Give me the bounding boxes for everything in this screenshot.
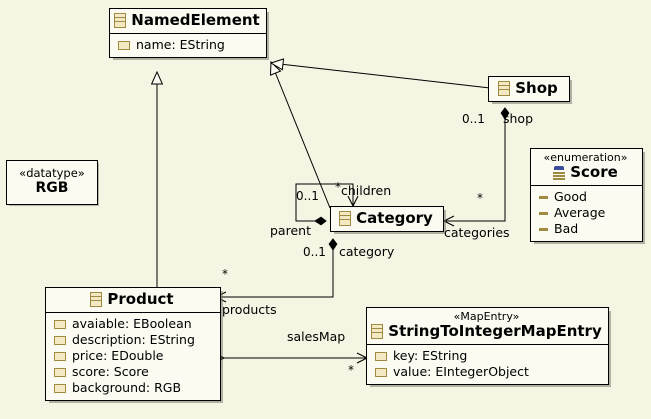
- class-icon: [339, 211, 352, 226]
- attribute-icon: [54, 383, 66, 393]
- multiplicity-products: *: [222, 267, 228, 281]
- attribute-compartment: key: EString value: EIntegerObject: [367, 345, 608, 384]
- attribute-label: description: EString: [72, 332, 195, 347]
- literal-compartment: Good Average Bad: [531, 186, 642, 241]
- attribute-icon: [375, 367, 387, 377]
- role-label-parent: parent: [270, 223, 311, 238]
- attribute-label: key: EString: [393, 348, 468, 363]
- attribute-icon: [54, 319, 66, 329]
- literal-icon: [539, 211, 548, 215]
- class-icon: [114, 13, 127, 28]
- attribute-icon: [54, 367, 66, 377]
- attribute-row[interactable]: description: EString: [54, 332, 212, 348]
- multiplicity-categories-target: *: [477, 191, 483, 205]
- class-icon: [498, 81, 511, 96]
- attribute-row[interactable]: price: EDouble: [54, 348, 212, 364]
- attribute-icon: [118, 40, 130, 50]
- class-header: Category: [331, 207, 443, 231]
- class-icon: [371, 324, 384, 339]
- datatype-rgb[interactable]: «datatype» RGB: [6, 160, 98, 205]
- attribute-icon: [54, 335, 66, 345]
- class-product[interactable]: Product avaiable: EBoolean description: …: [45, 287, 221, 401]
- multiplicity-salesmap: *: [348, 363, 354, 377]
- class-category[interactable]: Category: [330, 206, 444, 232]
- multiplicity-children: *: [335, 180, 341, 194]
- attribute-label: value: EIntegerObject: [393, 364, 529, 379]
- literal-label: Good: [554, 189, 587, 204]
- attribute-row[interactable]: name: EString: [118, 37, 258, 53]
- datatype-name: RGB: [35, 180, 69, 196]
- literal-row[interactable]: Good: [539, 189, 634, 205]
- literal-row[interactable]: Average: [539, 205, 634, 221]
- class-name: Product: [107, 290, 174, 308]
- class-name: NamedElement: [131, 11, 260, 29]
- attribute-label: background: RGB: [72, 380, 182, 395]
- multiplicity-parent: 0..1: [296, 189, 319, 203]
- literal-icon: [539, 227, 548, 231]
- stereotype-label: «MapEntry»: [453, 310, 520, 323]
- class-string-to-integer-map-entry[interactable]: «MapEntry» StringToIntegerMapEntry key: …: [366, 307, 609, 385]
- datatype-body: «datatype» RGB: [7, 161, 97, 204]
- class-name: Shop: [515, 79, 558, 97]
- enumeration-header: «enumeration» Score: [531, 149, 642, 186]
- enumeration-icon: [553, 166, 566, 180]
- literal-icon: [539, 195, 548, 199]
- literal-row[interactable]: Bad: [539, 221, 634, 237]
- attribute-icon: [54, 351, 66, 361]
- role-label-categories: categories: [444, 225, 510, 240]
- literal-label: Average: [554, 205, 606, 220]
- class-shop[interactable]: Shop: [488, 76, 570, 102]
- role-label-shop: shop: [503, 111, 534, 126]
- attribute-label: name: EString: [136, 37, 225, 52]
- multiplicity-shop-source: 0..1: [462, 112, 485, 126]
- role-label-products: products: [222, 302, 277, 317]
- stereotype-label: «datatype»: [19, 166, 85, 180]
- generalization-shop-namedelement: [271, 63, 491, 89]
- attribute-row[interactable]: background: RGB: [54, 380, 212, 396]
- class-icon: [90, 292, 103, 307]
- attribute-icon: [375, 351, 387, 361]
- class-header: Product: [46, 288, 220, 313]
- role-label-children: children: [341, 183, 392, 198]
- attribute-label: price: EDouble: [72, 348, 164, 363]
- class-name: Category: [356, 209, 433, 227]
- generalization-category-namedelement: [271, 62, 331, 209]
- attribute-label: score: Score: [72, 364, 149, 379]
- enumeration-name: Score: [570, 163, 618, 181]
- enumeration-score[interactable]: «enumeration» Score Good Average Bad: [530, 148, 643, 242]
- attribute-row[interactable]: value: EIntegerObject: [375, 364, 600, 380]
- attribute-row[interactable]: score: Score: [54, 364, 212, 380]
- attribute-row[interactable]: avaiable: EBoolean: [54, 316, 212, 332]
- class-header: NamedElement: [110, 9, 266, 34]
- attribute-compartment: avaiable: EBoolean description: EString …: [46, 313, 220, 400]
- stereotype-label: «enumeration»: [543, 151, 628, 164]
- attribute-compartment: name: EString: [110, 34, 266, 57]
- class-name: StringToIntegerMapEntry: [388, 322, 602, 340]
- literal-label: Bad: [554, 221, 579, 236]
- role-label-category: category: [339, 244, 395, 259]
- attribute-label: avaiable: EBoolean: [72, 316, 192, 331]
- role-label-salesmap: salesMap: [287, 329, 346, 344]
- class-header: «MapEntry» StringToIntegerMapEntry: [367, 308, 608, 345]
- class-named-element[interactable]: NamedElement name: EString: [109, 8, 267, 58]
- attribute-row[interactable]: key: EString: [375, 348, 600, 364]
- class-header: Shop: [489, 77, 569, 101]
- multiplicity-category-source: 0..1: [303, 245, 326, 259]
